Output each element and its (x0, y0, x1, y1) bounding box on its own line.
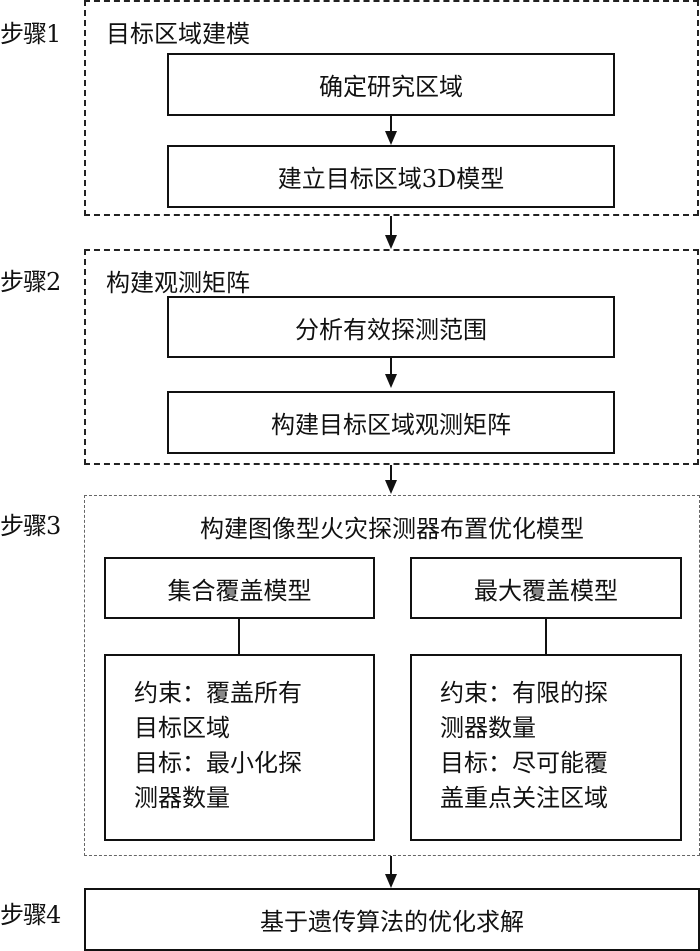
build-3d-model-box: 建立目标区域3D模型 (167, 145, 615, 208)
arrow-down-icon (385, 235, 397, 249)
detail-line: 约束：有限的探 (440, 679, 608, 707)
genetic-algorithm-box: 基于遗传算法的优化求解 (84, 888, 700, 951)
arrow-line (390, 216, 392, 238)
connector-line (238, 619, 240, 654)
set-covering-model-box: 集合覆盖模型 (104, 557, 375, 619)
detail-line: 目标区域 (134, 714, 230, 742)
arrow-line (390, 465, 392, 480)
arrow-down-icon (385, 874, 397, 888)
max-covering-details-box: 约束：有限的探 测器数量 目标：尽可能覆 盖重点关注区域 (410, 654, 682, 841)
arrow-down-icon (385, 131, 397, 145)
step-2-group: 构建观测矩阵 (84, 249, 699, 465)
detail-line: 目标：尽可能覆 (440, 749, 608, 777)
step-3-title: 构建图像型火灾探测器布置优化模型 (200, 515, 584, 543)
arrow-line (390, 856, 392, 876)
arrow-down-icon (385, 480, 397, 494)
arrow-line (390, 116, 392, 132)
detail-line: 测器数量 (134, 784, 230, 812)
arrow-down-icon (385, 374, 397, 388)
step-2-title: 构建观测矩阵 (106, 269, 250, 297)
step-1-group: 目标区域建模 (84, 0, 699, 216)
step-4-label: 步骤4 (0, 901, 61, 929)
detail-line: 目标：最小化探 (134, 749, 302, 777)
step-1-label: 步骤1 (0, 20, 61, 48)
step-2-label: 步骤2 (0, 268, 61, 296)
step-3-label: 步骤3 (0, 512, 61, 540)
arrow-line (390, 358, 392, 374)
set-covering-details-box: 约束：覆盖所有 目标区域 目标：最小化探 测器数量 (104, 654, 375, 841)
step-1-title: 目标区域建模 (106, 20, 250, 48)
max-covering-model-box: 最大覆盖模型 (410, 557, 682, 619)
detail-line: 盖重点关注区域 (440, 784, 608, 812)
determine-study-area-box: 确定研究区域 (167, 53, 615, 116)
build-observation-matrix-box: 构建目标区域观测矩阵 (167, 391, 615, 454)
detail-line: 测器数量 (440, 714, 536, 742)
analyze-detection-range-box: 分析有效探测范围 (167, 296, 615, 358)
connector-line (545, 619, 547, 654)
detail-line: 约束：覆盖所有 (134, 679, 302, 707)
